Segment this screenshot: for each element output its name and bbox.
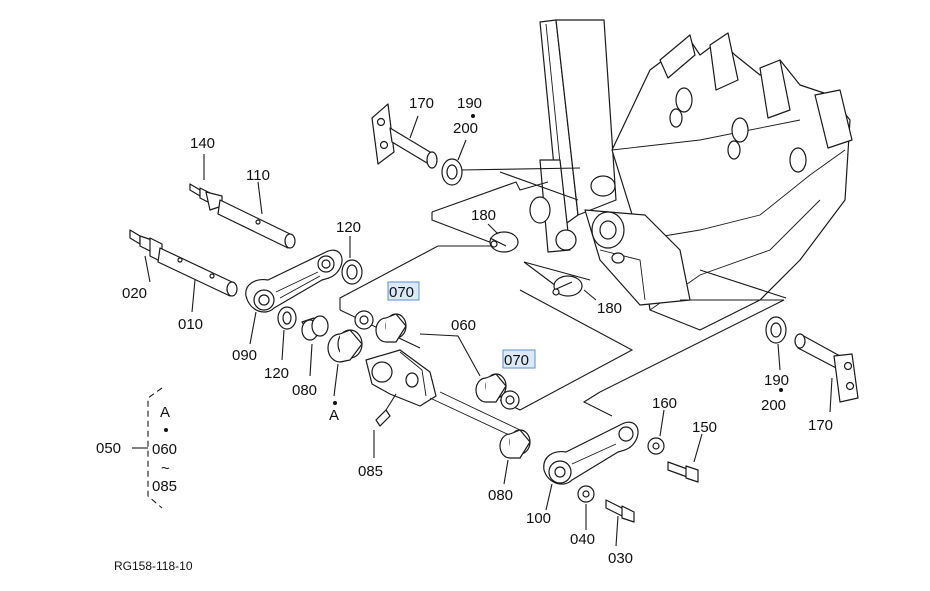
bushing-080-lower bbox=[499, 429, 531, 485]
label-190-upper[interactable]: 190 bbox=[457, 95, 482, 112]
legend-to[interactable]: 085 bbox=[152, 478, 177, 495]
label-180-upper[interactable]: 180 bbox=[471, 207, 496, 224]
label-060[interactable]: 060 bbox=[451, 317, 476, 334]
bolt-150 bbox=[667, 433, 703, 483]
block-085 bbox=[365, 349, 521, 458]
label-150[interactable]: 150 bbox=[692, 419, 717, 436]
bushing-060-pair bbox=[375, 313, 507, 403]
label-170-upper[interactable]: 170 bbox=[409, 95, 434, 112]
dot-190-200-upper bbox=[471, 114, 475, 118]
label-040[interactable]: 040 bbox=[570, 531, 595, 548]
label-190-lower[interactable]: 190 bbox=[764, 372, 789, 389]
dot-A bbox=[333, 401, 337, 405]
label-170-lower[interactable]: 170 bbox=[808, 417, 833, 434]
washer-070-lower bbox=[500, 390, 520, 410]
pin-170-lower bbox=[794, 333, 859, 413]
label-160[interactable]: 160 bbox=[652, 395, 677, 412]
washer-120-right bbox=[341, 236, 363, 285]
drawing-reference: RG158-118-10 bbox=[114, 559, 193, 573]
label-030[interactable]: 030 bbox=[608, 550, 633, 567]
label-090[interactable]: 090 bbox=[232, 347, 257, 364]
link-090 bbox=[245, 249, 343, 345]
dot-190-200-lower bbox=[779, 388, 783, 392]
legend-tilde: ~ bbox=[161, 460, 170, 477]
label-070-lower[interactable]: 070 bbox=[504, 352, 529, 369]
label-020[interactable]: 020 bbox=[122, 285, 147, 302]
label-A[interactable]: A bbox=[329, 407, 339, 424]
label-120-right[interactable]: 120 bbox=[336, 219, 361, 236]
label-080-left[interactable]: 080 bbox=[292, 382, 317, 399]
bolt-030 bbox=[605, 499, 635, 547]
label-120-left[interactable]: 120 bbox=[264, 365, 289, 382]
washer-160 bbox=[647, 409, 665, 455]
label-200-upper[interactable]: 200 bbox=[453, 120, 478, 137]
bushing-080-main bbox=[327, 329, 363, 397]
label-085[interactable]: 085 bbox=[358, 463, 383, 480]
pin-170-upper bbox=[371, 103, 467, 186]
washer-190-right bbox=[765, 316, 787, 371]
legend-from: A bbox=[160, 404, 170, 421]
washer-070-upper bbox=[354, 310, 374, 330]
legend-group-label[interactable]: 050 bbox=[96, 440, 121, 457]
label-070-upper[interactable]: 070 bbox=[389, 284, 414, 301]
pin-010 bbox=[129, 229, 238, 313]
label-180-lower[interactable]: 180 bbox=[597, 300, 622, 317]
washer-120-left bbox=[277, 306, 297, 361]
label-080-lower[interactable]: 080 bbox=[488, 487, 513, 504]
bushing-080-left bbox=[301, 315, 329, 377]
link-100 bbox=[543, 421, 639, 511]
label-140[interactable]: 140 bbox=[190, 135, 215, 152]
washer-040 bbox=[577, 485, 595, 530]
label-200-lower[interactable]: 200 bbox=[761, 397, 786, 414]
legend-mid[interactable]: 060 bbox=[152, 441, 177, 458]
lock-pins-180 bbox=[487, 223, 597, 301]
highlight-070-upper bbox=[387, 281, 420, 301]
legend-dot bbox=[164, 428, 168, 432]
label-100[interactable]: 100 bbox=[526, 510, 551, 527]
highlight-070-lower bbox=[502, 349, 536, 369]
legend-bracket bbox=[132, 387, 163, 509]
bucket-assembly bbox=[529, 19, 853, 331]
label-110[interactable]: 110 bbox=[246, 167, 270, 184]
pin-110 bbox=[189, 154, 296, 249]
label-010[interactable]: 010 bbox=[178, 316, 203, 333]
